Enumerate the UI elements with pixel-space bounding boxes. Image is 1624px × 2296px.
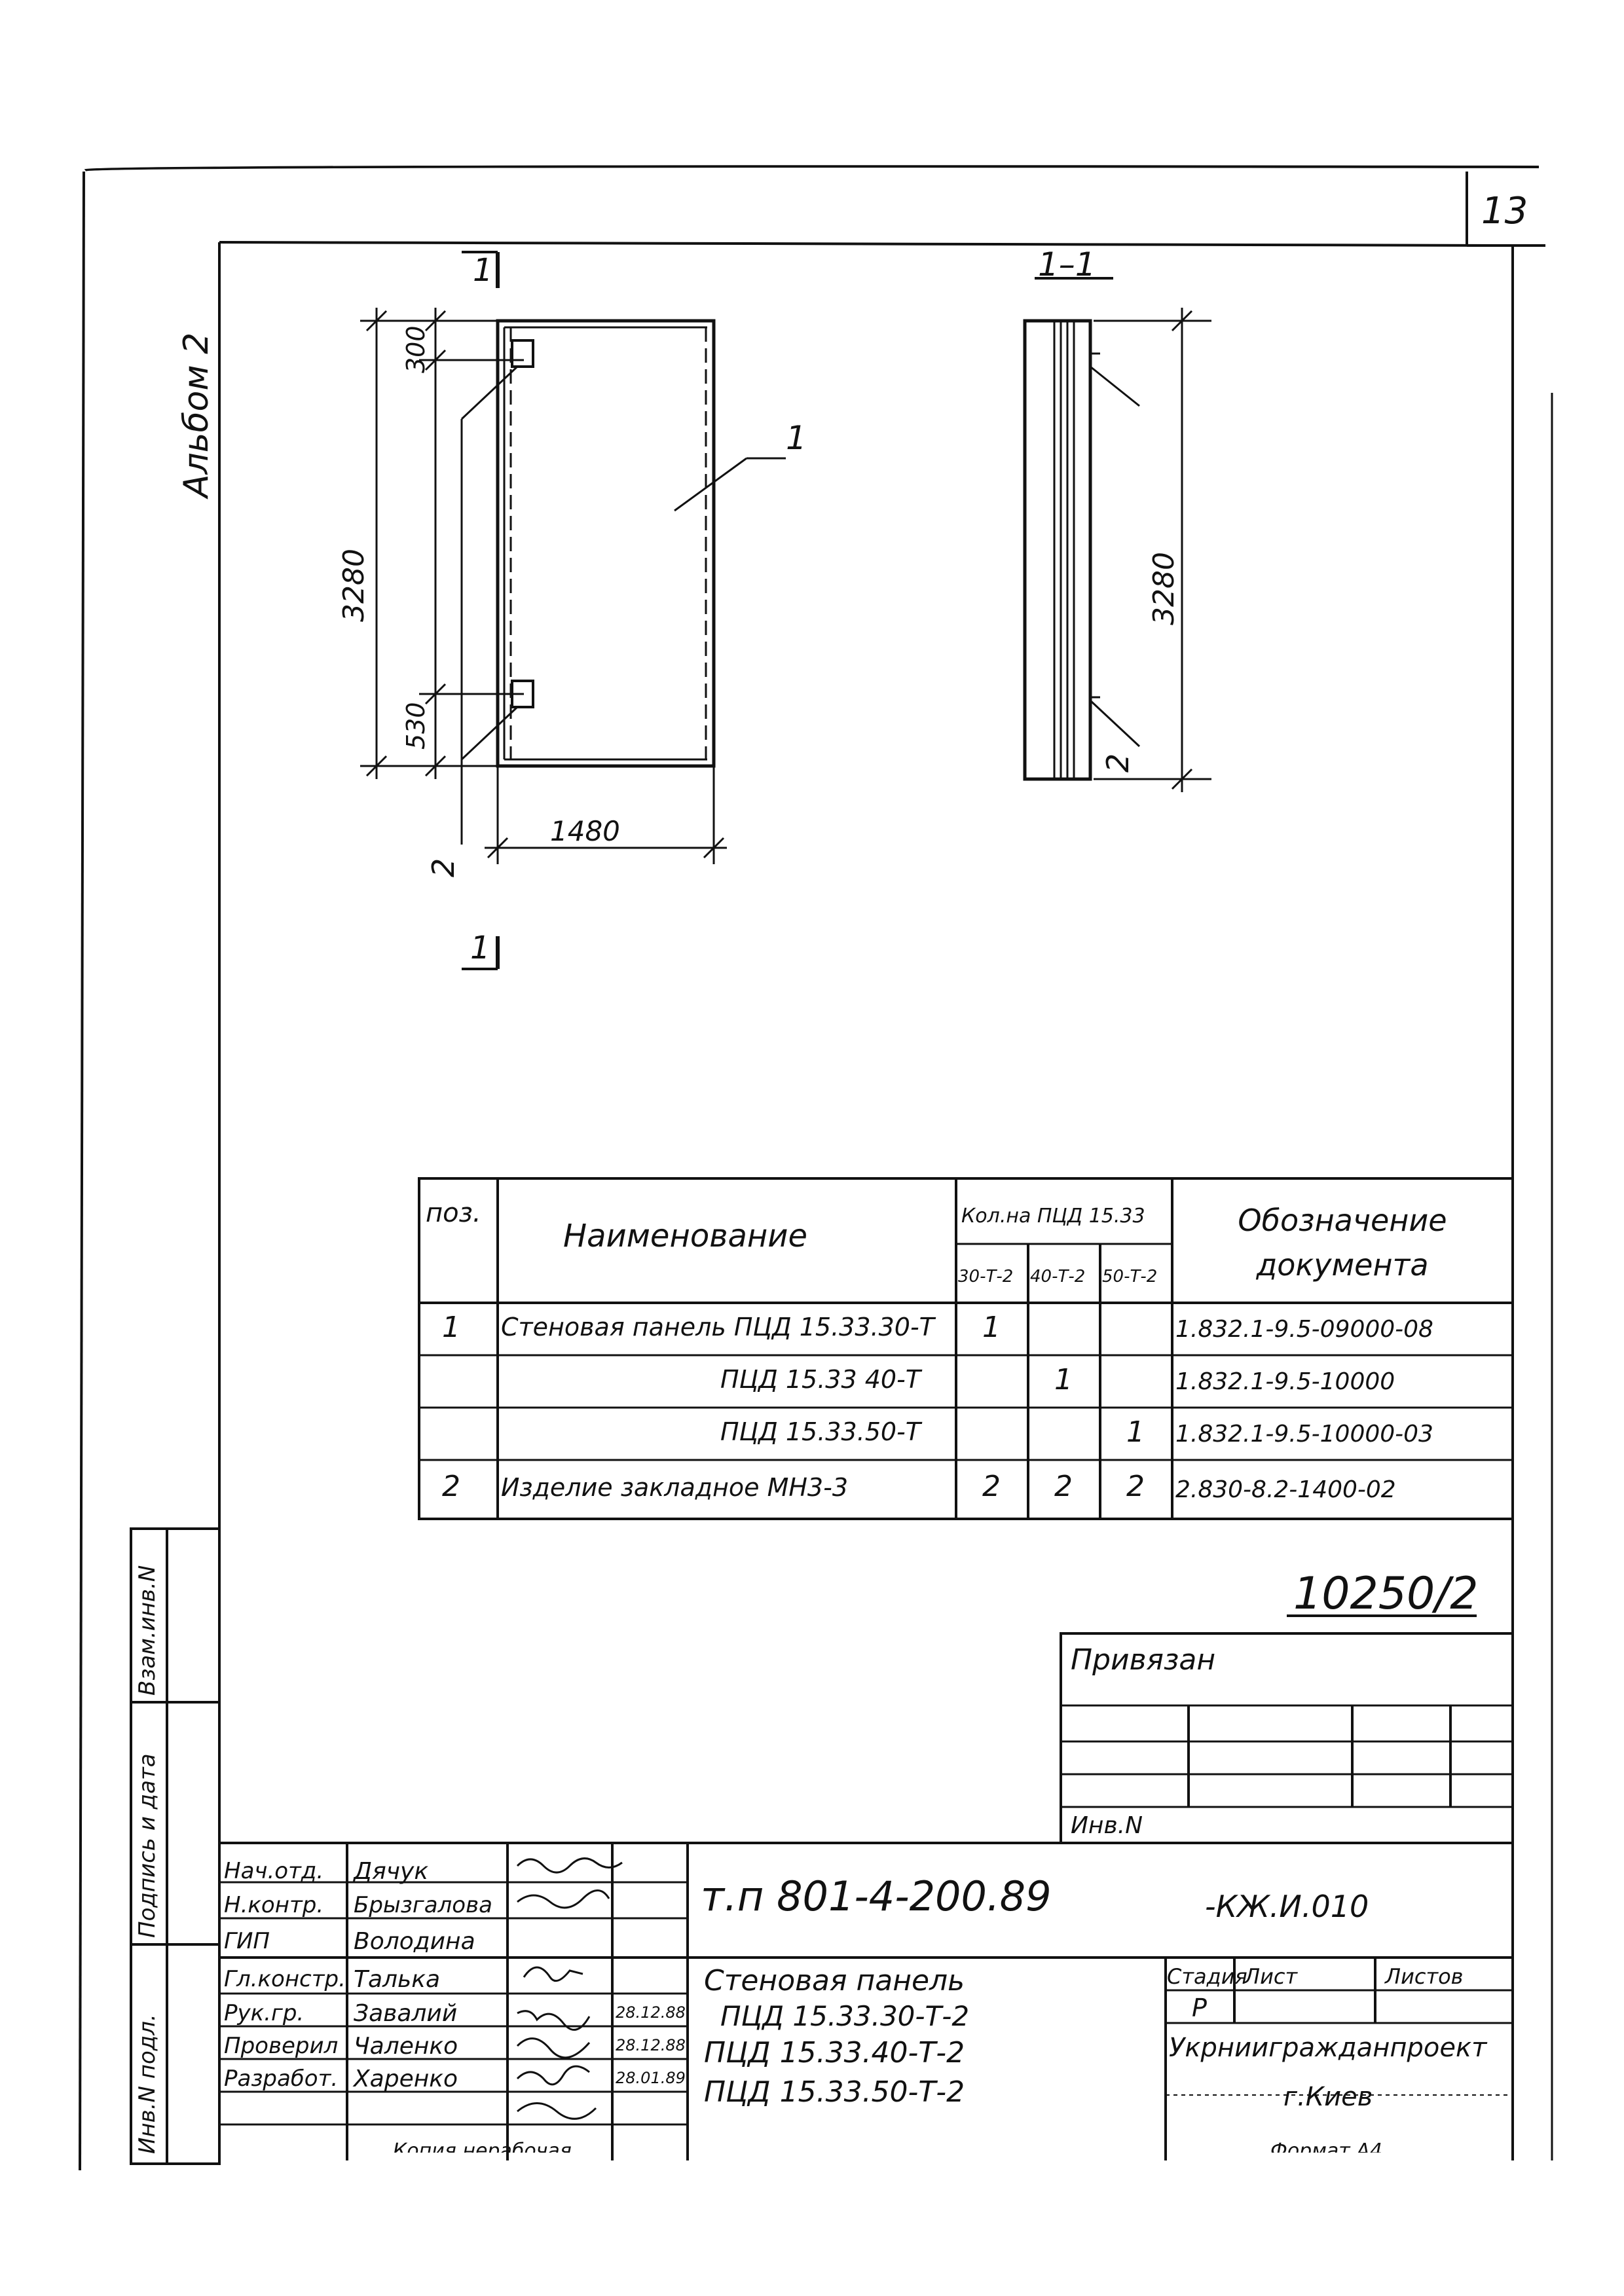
side-stamp-grid — [130, 1527, 221, 2165]
sheet-label: Лист — [1244, 1964, 1298, 1989]
table-header-designation: Обозначение документа — [1238, 1203, 1447, 1283]
doc-code: -КЖ.И.010 — [1205, 1889, 1369, 1924]
dim-bottom-label: 530 — [401, 702, 430, 750]
name-6: Чаленко — [354, 2033, 458, 2060]
callout-2: 2 — [426, 858, 461, 877]
row-4-name: Изделие закладное МН3-3 — [501, 1473, 848, 1502]
sheets-label: Листов — [1385, 1964, 1464, 1989]
outer-frame-left — [79, 171, 85, 2171]
role-5: Рук.гр. — [224, 2000, 304, 2026]
signatures — [516, 1857, 623, 2120]
row-4-q1: 2 — [982, 1470, 1001, 1503]
name-2: Брызгалова — [354, 1892, 492, 1918]
dim-width-label: 1480 — [550, 815, 620, 847]
table-header-qty-3: 50-Т-2 — [1102, 1267, 1158, 1286]
binding-inv-label: Инв.N — [1071, 1812, 1143, 1839]
callout-2-section: 2 — [1100, 753, 1135, 773]
date-7: 28.01.89 — [616, 2069, 686, 2087]
row-4-q2: 2 — [1054, 1470, 1073, 1503]
stage-value: Р — [1192, 1994, 1207, 2022]
role-3: ГИП — [224, 1928, 270, 1954]
role-2: Н.контр. — [224, 1892, 324, 1918]
section-dim-height-label: 3280 — [1147, 552, 1181, 625]
footer-format: Формат А4 — [1270, 2140, 1382, 2153]
row-2-name: ПЦД 15.33 40-Т — [720, 1365, 921, 1394]
date-6: 28.12.88 — [616, 2036, 686, 2054]
row-4-doc: 2.830-8.2-1400-02 — [1175, 1476, 1396, 1503]
side-stamp-vzam: Взам.инв.N — [134, 1565, 160, 1696]
stage-label: Стадия — [1167, 1964, 1247, 1989]
row-4-pos: 2 — [442, 1470, 460, 1503]
row-3-q3: 1 — [1126, 1415, 1145, 1449]
name-7: Харенко — [354, 2066, 458, 2092]
dim-top-label: 300 — [401, 325, 430, 373]
name-3: Володина — [354, 1928, 475, 1955]
sheet-number: 13 — [1481, 190, 1528, 232]
title-line-2: ПЦД 15.33.30-Т-2 — [720, 2000, 970, 2032]
section-mark-top: 1 — [473, 252, 493, 289]
side-stamp-inv-podl: Инв.N подл. — [134, 2014, 160, 2154]
role-1: Нач.отд. — [224, 1858, 324, 1884]
embedded-item-top — [511, 339, 534, 368]
title-block-grid — [219, 1842, 1513, 2160]
row-4-q3: 2 — [1126, 1470, 1145, 1503]
row-1-q1: 1 — [982, 1311, 1001, 1344]
date-5: 28.12.88 — [616, 2003, 686, 2022]
row-3-doc: 1.832.1-9.5-10000-03 — [1175, 1421, 1433, 1448]
panel-front-view — [360, 251, 786, 970]
row-2-q2: 1 — [1054, 1363, 1073, 1396]
section-title: 1–1 — [1038, 246, 1096, 283]
row-3-name: ПЦД 15.33.50-Т — [720, 1417, 921, 1446]
row-1-pos: 1 — [442, 1311, 460, 1344]
dim-height-label: 3280 — [337, 549, 371, 622]
binding-block — [1060, 1614, 1514, 1844]
spec-table-grid — [418, 1177, 1514, 1520]
binding-ref-number: 10250/2 — [1293, 1568, 1479, 1620]
organization: Укрниигражданпроект — [1169, 2033, 1487, 2063]
name-5: Завалий — [354, 2000, 458, 2027]
name-4: Талька — [354, 1966, 441, 1993]
table-header-pos: поз. — [426, 1198, 481, 1228]
title-line-4: ПЦД 15.33.50-Т-2 — [704, 2075, 965, 2109]
table-header-qty: Кол.на ПЦД 15.33 — [961, 1205, 1145, 1228]
project-code: т.п 801-4-200.89 — [701, 1872, 1052, 1920]
row-1-name: Стеновая панель ПЦД 15.33.30-Т — [501, 1313, 934, 1341]
album-label: Альбом 2 — [177, 332, 216, 498]
role-7: Разработ. — [224, 2066, 339, 2092]
table-header-qty-2: 40-Т-2 — [1030, 1267, 1086, 1286]
panel-section-view — [1023, 277, 1211, 792]
row-1-doc: 1.832.1-9.5-09000-08 — [1175, 1316, 1433, 1343]
section-mark-bottom: 1 — [470, 930, 490, 966]
title-line-1: Стеновая панель — [704, 1964, 965, 1997]
outer-frame-top — [84, 165, 1540, 172]
table-header-name: Наименование — [563, 1218, 808, 1254]
panel-outline — [496, 319, 716, 768]
role-4: Гл.констр. — [224, 1966, 346, 1992]
row-2-doc: 1.832.1-9.5-10000 — [1175, 1368, 1395, 1395]
side-stamp-podpis: Подпись и дата — [134, 1753, 160, 1938]
role-6: Проверил — [224, 2033, 339, 2059]
callout-1: 1 — [786, 419, 807, 457]
city: г.Киев — [1283, 2082, 1373, 2112]
name-1: Дячук — [354, 1858, 429, 1885]
table-header-qty-1: 30-Т-2 — [958, 1267, 1014, 1286]
binding-title: Привязан — [1071, 1643, 1216, 1677]
title-line-3: ПЦД 15.33.40-Т-2 — [704, 2036, 965, 2069]
inner-frame-top — [219, 241, 1513, 247]
footer-copied: Копия нерабочая — [393, 2140, 572, 2153]
section-outline — [1023, 319, 1092, 781]
